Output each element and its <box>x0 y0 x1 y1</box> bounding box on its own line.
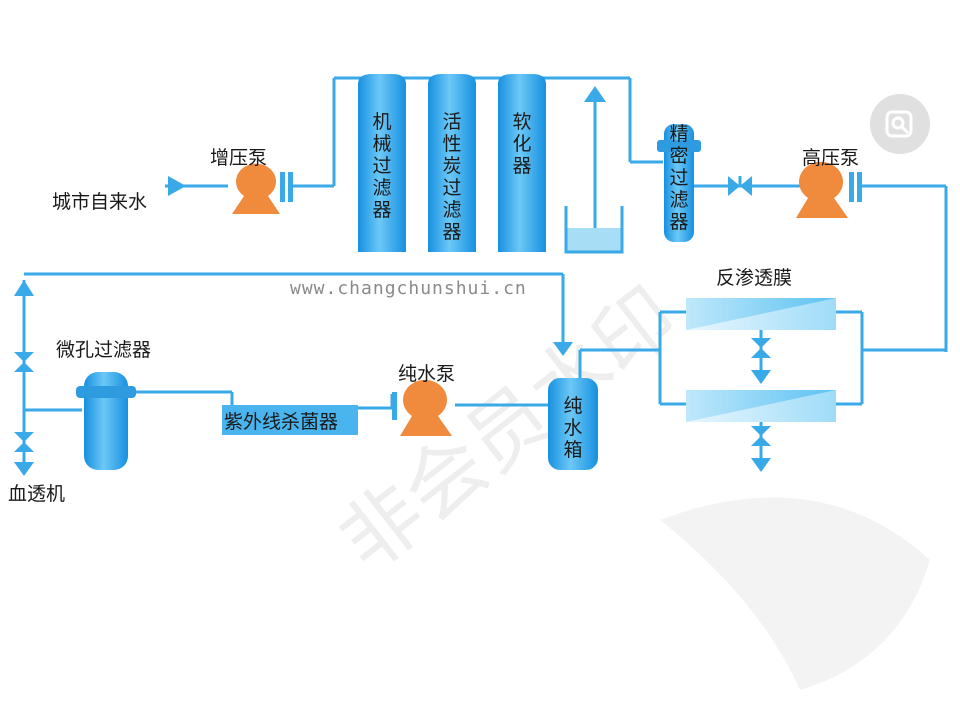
watermark-swirl <box>660 497 930 690</box>
valve-icon <box>14 352 34 372</box>
down-arrow-icon <box>751 370 771 384</box>
valve-icon <box>751 338 771 358</box>
carbon-filter-label: 活性炭过滤器 <box>442 111 461 243</box>
ro-membrane-bottom <box>686 390 836 422</box>
pure-pump-label: 纯水泵 <box>398 363 455 385</box>
up-arrow-icon <box>14 280 34 296</box>
down-arrow-icon <box>751 458 771 472</box>
ro-membrane-label: 反渗透膜 <box>716 267 792 289</box>
precision-filter <box>657 124 701 242</box>
booster-pump <box>232 163 293 214</box>
valve-icon <box>14 432 34 452</box>
inlet-arrow-icon <box>168 176 186 196</box>
high-pressure-pump <box>796 161 862 218</box>
city-water-label: 城市自来水 <box>52 191 147 213</box>
dialysis-label: 血透机 <box>8 483 65 505</box>
precision-filter-label: 精密过滤器 <box>669 123 688 233</box>
pure-tank-label: 纯水箱 <box>563 395 582 461</box>
micro-filter-label: 微孔过滤器 <box>56 339 151 361</box>
carbon-filter <box>428 74 476 252</box>
flow-arrows <box>14 86 771 476</box>
mechanical-filter <box>358 74 406 252</box>
booster-pump-label: 增压泵 <box>210 147 267 169</box>
pure-water-tank <box>548 378 598 470</box>
pipes <box>22 76 948 470</box>
valves <box>14 176 771 452</box>
ro-membrane-top <box>686 298 836 330</box>
up-arrow-icon <box>584 86 606 102</box>
labels: 城市自来水 增压泵 高压泵 反渗透膜 微孔过滤器 纯水泵 紫外线杀菌器 血透机 … <box>8 111 859 505</box>
micro-filter <box>76 372 136 470</box>
down-arrow-icon <box>553 342 573 356</box>
pump-icon <box>400 379 452 436</box>
high-pressure-pump-label: 高压泵 <box>802 147 859 169</box>
stamp-watermark-text: 非会员水印 <box>322 269 694 589</box>
down-arrow-icon <box>14 462 34 476</box>
valve-icon <box>728 176 752 196</box>
pure-water-pump <box>392 379 452 436</box>
mech-filter-label: 机械过滤器 <box>372 111 391 221</box>
softener-label: 软化器 <box>512 111 531 177</box>
softener <box>498 74 546 252</box>
uv-sterilizer-label: 紫外线杀菌器 <box>224 411 338 433</box>
brine-tank <box>564 206 624 254</box>
pump-icon <box>232 163 280 214</box>
background-watermark: 非会员水印 <box>322 269 930 690</box>
url-watermark: www.changchunshui.cn <box>290 278 527 299</box>
magnifier-icon[interactable] <box>870 94 930 154</box>
uv-sterilizer <box>222 405 358 435</box>
pump-icon <box>796 161 848 218</box>
valve-icon <box>751 426 771 446</box>
